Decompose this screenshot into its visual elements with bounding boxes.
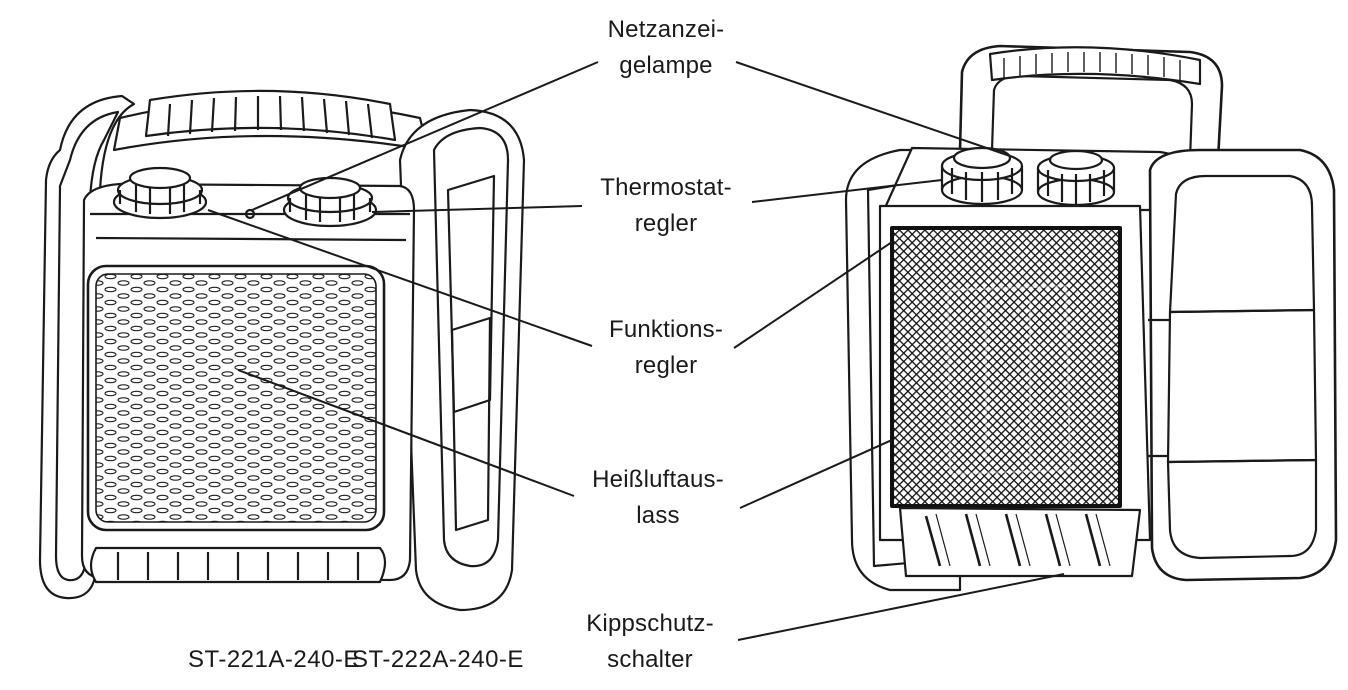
label-heissluftauslass: Heißluftaus- lass <box>538 462 778 534</box>
right-heater-handle <box>958 44 1224 161</box>
label-funktionsregler: Funktions- regler <box>546 312 786 384</box>
right-heater-knob-function <box>940 146 1024 206</box>
label-funktionsregler-line2: regler <box>634 352 698 379</box>
label-thermostatregler: Thermostat- regler <box>546 170 786 242</box>
label-funktionsregler-line1: Funktions- <box>608 316 724 343</box>
label-kippschutzschalter: Kippschutz- schalter <box>530 606 770 678</box>
leader-lines <box>207 61 1065 641</box>
leader-thermostat-left <box>371 205 583 213</box>
left-heater <box>38 89 526 612</box>
left-heater-power-lamp <box>244 208 256 220</box>
leader-thermostat-right <box>751 179 943 203</box>
left-heater-base-vents <box>89 546 387 584</box>
leader-kippschutz <box>737 573 1065 641</box>
leader-netzanzeige-right <box>735 61 1011 157</box>
label-kippschutzschalter-line1: Kippschutz- <box>586 610 714 637</box>
label-netzanzeigelampe: Netzanzei- gelampe <box>546 12 786 84</box>
leader-funktion-left <box>207 209 593 347</box>
left-heater-grill <box>86 264 386 532</box>
right-heater-base-vents <box>898 506 1142 578</box>
right-heater-end-right <box>1148 148 1338 582</box>
leader-heissluft-left <box>237 369 575 497</box>
label-kippschutzschalter-line2: schalter <box>607 646 693 673</box>
left-heater-side-right <box>398 108 526 612</box>
right-heater-mesh-grill <box>890 226 1122 508</box>
left-heater-knob-thermostat <box>282 176 378 228</box>
left-heater-knob-function <box>112 166 208 220</box>
leader-funktion-right <box>733 241 893 349</box>
model-number-left: ST-221A-240-E <box>188 646 360 673</box>
label-netzanzeigelampe-line2: gelampe <box>619 52 713 79</box>
left-heater-handle <box>112 89 430 152</box>
label-thermostatregler-line2: regler <box>634 210 698 237</box>
label-heissluftauslass-line1: Heißluftaus- <box>592 466 724 493</box>
model-number-right: ST-222A-240-E <box>352 646 524 673</box>
right-heater-knob-thermostat <box>1036 149 1116 207</box>
label-thermostatregler-line1: Thermostat- <box>600 174 732 201</box>
right-heater <box>844 44 1338 592</box>
label-heissluftauslass-line2: lass <box>636 502 680 529</box>
leader-heissluft-right <box>739 439 893 509</box>
leader-netzanzeige-left <box>251 61 599 211</box>
label-netzanzeigelampe-line1: Netzanzei- <box>607 16 725 43</box>
